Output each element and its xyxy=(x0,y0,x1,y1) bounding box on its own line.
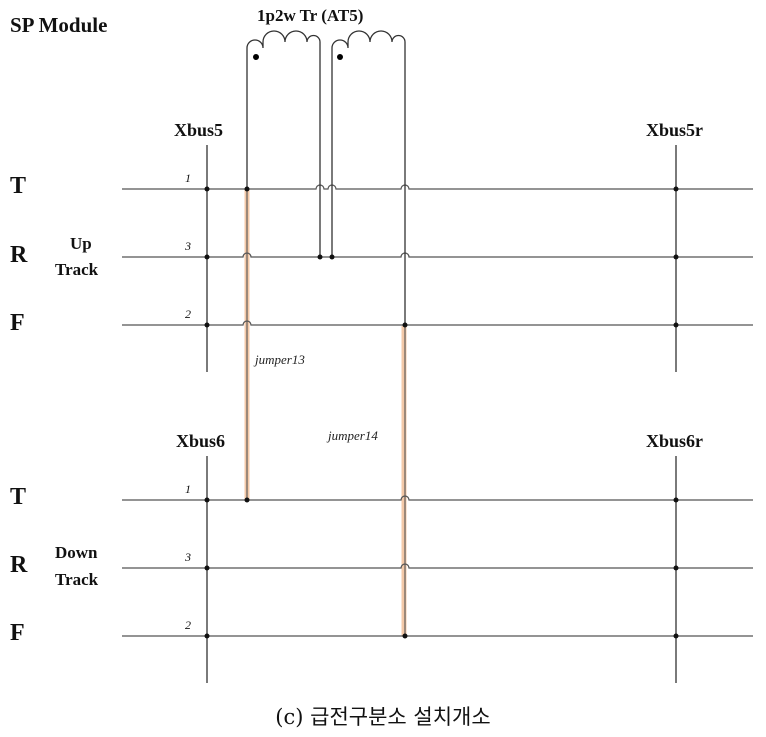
up-r-line xyxy=(122,252,753,258)
figure-caption: (c) 급전구분소 설치개소 xyxy=(275,705,490,729)
down-pin-number-r: 3 xyxy=(184,550,191,564)
dot-tr-r-right xyxy=(329,254,335,260)
dot-xbus6r-r xyxy=(673,565,679,571)
dot-xbus5-t xyxy=(204,186,210,192)
down-track-label-line1: Down xyxy=(55,543,98,562)
up-track-label-line2: Track xyxy=(55,260,99,279)
down-t-line xyxy=(122,495,753,501)
dot-tr-up-f xyxy=(402,322,408,328)
polarity-dot-1 xyxy=(253,54,259,60)
dot-xbus6r-f xyxy=(673,633,679,639)
up-pin-number-t: 1 xyxy=(185,171,191,185)
down-pin-number-t: 1 xyxy=(185,482,191,496)
dot-xbus5r-t xyxy=(673,186,679,192)
up-conductor-f: F xyxy=(10,310,25,336)
down-conductor-f: F xyxy=(10,620,25,646)
dot-jumper13-down-t xyxy=(244,497,250,503)
transformer-winding-2 xyxy=(331,30,406,325)
transformer-label: 1p2w Tr (AT5) xyxy=(257,6,363,25)
transformer xyxy=(246,30,406,325)
dot-xbus6r-t xyxy=(673,497,679,503)
dot-xbus6-t xyxy=(204,497,210,503)
up-conductor-t: T xyxy=(10,173,26,199)
up-f-line xyxy=(122,320,753,326)
jumper-highlights xyxy=(244,189,407,636)
jumper-wires xyxy=(246,189,406,636)
dot-tr-r-left xyxy=(317,254,323,260)
polarity-dot-2 xyxy=(337,54,343,60)
down-conductor-t: T xyxy=(10,484,26,510)
module-title: SP Module xyxy=(10,13,107,37)
bus-label-xbus6: Xbus6 xyxy=(176,431,225,451)
down-pin-number-f: 2 xyxy=(185,618,191,632)
dot-xbus5r-r xyxy=(673,254,679,260)
dot-xbus5r-f xyxy=(673,322,679,328)
up-track-label-line1: Up xyxy=(70,234,92,253)
jumper13-label: jumper13 xyxy=(253,352,305,367)
dot-xbus6-f xyxy=(204,633,210,639)
down-r-line xyxy=(122,563,753,569)
dot-xbus6-r xyxy=(204,565,210,571)
connection-dots xyxy=(204,186,679,639)
bus-label-xbus5r: Xbus5r xyxy=(646,120,703,140)
dot-jumper14-down-f xyxy=(402,633,408,639)
up-track-conductors xyxy=(122,184,753,326)
jumper14-label: jumper14 xyxy=(326,428,378,443)
bus-lines xyxy=(206,145,677,683)
up-t-line xyxy=(122,184,753,190)
down-conductor-r: R xyxy=(10,552,28,578)
up-pin-number-f: 2 xyxy=(185,307,191,321)
dot-tr-up-t xyxy=(244,186,250,192)
dot-xbus5-r xyxy=(204,254,210,260)
bus-label-xbus5: Xbus5 xyxy=(174,120,223,140)
jumper14-highlight xyxy=(401,326,407,636)
dot-xbus5-f xyxy=(204,322,210,328)
transformer-winding-1 xyxy=(246,30,321,257)
bus-label-xbus6r: Xbus6r xyxy=(646,431,703,451)
up-conductor-r: R xyxy=(10,242,28,268)
up-pin-number-r: 3 xyxy=(184,239,191,253)
down-track-conductors xyxy=(122,495,753,637)
down-track-label-line2: Track xyxy=(55,570,99,589)
